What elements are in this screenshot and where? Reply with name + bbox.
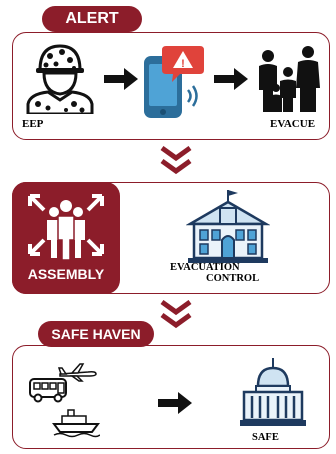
evacue-label: EVACUE — [270, 118, 316, 130]
chevron-down-icon — [160, 300, 192, 330]
arrow-right-icon — [104, 68, 138, 90]
safe-haven-tag: SAFE HAVEN — [38, 321, 154, 347]
arrow-right-icon — [158, 392, 192, 414]
eep-label: EEP — [22, 118, 44, 130]
alert-tag: ALERT — [42, 6, 142, 32]
assembly-label: ASSEMBLY — [27, 266, 105, 282]
phone-alert-icon: ! — [140, 42, 206, 122]
evacuation-label: EVACUATION — [170, 262, 240, 273]
alert-exclamation: ! — [181, 58, 185, 70]
safe-label: SAFE — [252, 432, 279, 443]
control-label: CONTROL — [206, 273, 260, 284]
building-icon — [186, 188, 270, 264]
assembly-point-icon — [28, 194, 104, 261]
arrow-right-icon — [214, 68, 248, 90]
capitol-building-icon — [240, 356, 306, 428]
bus-icon — [28, 376, 70, 404]
soldier-icon — [22, 42, 98, 114]
assembly-box: ASSEMBLY — [12, 182, 120, 294]
family-icon — [254, 42, 326, 114]
chevron-down-icon — [160, 146, 192, 176]
ship-icon — [52, 406, 100, 438]
airplane-icon — [58, 362, 98, 382]
